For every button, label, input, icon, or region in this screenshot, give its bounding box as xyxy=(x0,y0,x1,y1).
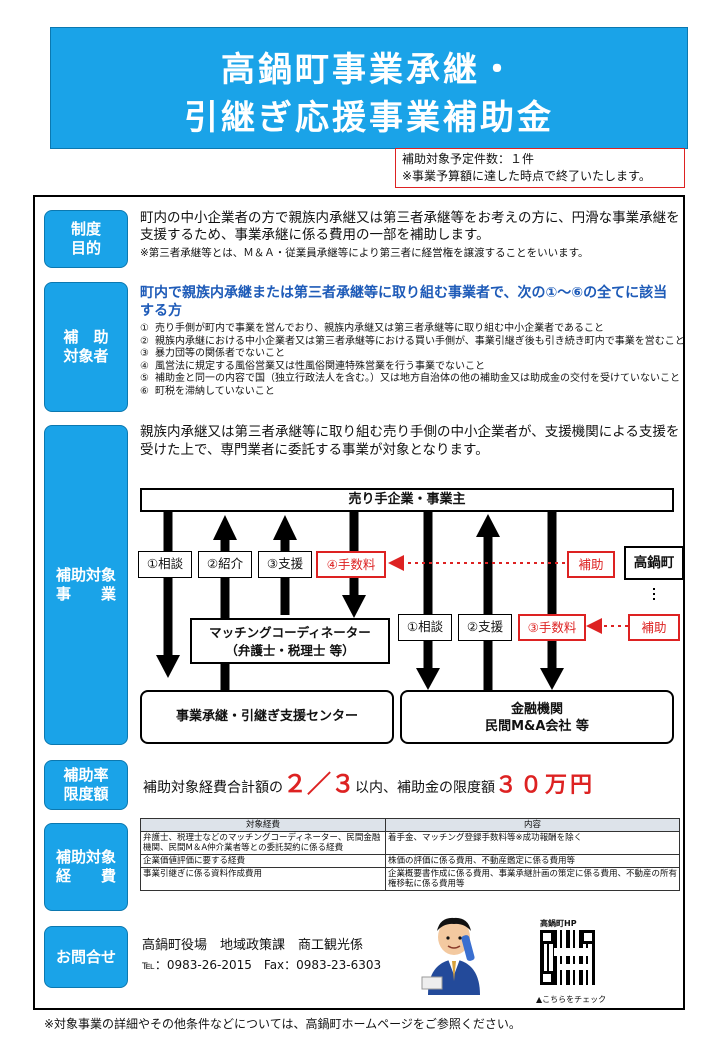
quota-notice: 補助対象予定件数：１件 ※事業予算額に達した時点で終了いたします。 xyxy=(395,148,685,188)
title-line1: 高鍋町事業承継・ xyxy=(221,50,517,90)
label-expenses-1: 補助対象 xyxy=(55,848,116,866)
bank-examples: 民間M&A会社 等 xyxy=(485,719,589,734)
center-box: 事業承継・引継ぎ支援センター xyxy=(140,690,394,744)
tag-consult-right: ①相談 xyxy=(398,614,452,641)
label-purpose: 制度 目的 xyxy=(44,210,128,268)
rate-amount: ３０万円 xyxy=(495,773,596,798)
condition-number: ⑥ xyxy=(140,385,149,397)
purpose-note: ※第三者承継等とは、Ｍ＆Ａ・従業員承継等により第三者に経営権を譲渡することをいい… xyxy=(140,247,589,259)
contact-tel: ℡：0983-26-2015 Fax：0983-23-6303 xyxy=(142,958,382,972)
project-text: 親族内承継又は第三者承継等に取り組む売り手側の中小企業者が、支援機関による支援を… xyxy=(140,424,680,458)
quota-line2: ※事業予算額に達した時点で終了いたします。 xyxy=(402,169,651,183)
hp-label: 高鍋町HP xyxy=(540,919,577,928)
condition-text: 売り手側が町内で事業を営んでおり、親族内承継又は第三者承継等に取り組む中小企業者… xyxy=(155,323,604,334)
tag-support-left: ③支援 xyxy=(258,551,312,578)
condition-number: ⑤ xyxy=(140,373,149,384)
label-rate-1: 補助率 xyxy=(63,766,109,784)
label-rate: 補助率 限度額 xyxy=(44,760,128,810)
staff-phone-illustration xyxy=(421,917,480,995)
condition-number: ② xyxy=(140,335,149,347)
label-target-1: 補 助 xyxy=(63,328,109,346)
label-rate-2: 限度額 xyxy=(63,785,109,803)
title-banner: 高鍋町事業承継・ 引継ぎ応援事業補助金 xyxy=(50,27,688,149)
label-expenses: 補助対象 経 費 xyxy=(44,823,128,911)
expense-item-cell: 企業価値評価に要する経費 xyxy=(140,854,386,868)
label-contact-text: お問合せ xyxy=(55,947,116,966)
label-project: 補助対象 事 業 xyxy=(44,425,128,745)
title-line2: 引継ぎ応援事業補助金 xyxy=(184,98,554,138)
bank-box: 金融機関 民間M&A会社 等 xyxy=(400,690,674,744)
expenses-header-item: 対象経費 xyxy=(140,818,386,832)
rate-fraction: ２／３ xyxy=(283,770,355,798)
label-contact: お問合せ xyxy=(44,926,128,988)
condition-item: ⑥ 町税を滞納していないこと xyxy=(140,386,685,399)
condition-text: 補助金と同一の内容で国（独立行政法人を含む。）又は地方自治体の他の補助金又は助成… xyxy=(155,373,680,384)
condition-item: ⑤ 補助金と同一の内容で国（独立行政法人を含む。）又は地方自治体の他の補助金又は助… xyxy=(140,373,685,386)
contact-org: 高鍋町役場 地域政策課 商工観光係 xyxy=(142,938,364,953)
expense-item-cell: 弁護士、税理士などのマッチングコーディネーター、民間金融機関、民間M＆A仲介業者… xyxy=(140,831,386,855)
tag-intro: ②紹介 xyxy=(198,551,252,578)
label-purpose-1: 制度 xyxy=(70,220,101,238)
rate-text: 補助対象経費合計額の２／３以内、補助金の限度額３０万円 xyxy=(143,770,595,802)
seller-box: 売り手企業・事業主 xyxy=(140,488,674,512)
condition-number: ① xyxy=(140,323,149,334)
arrowhead-fee-right xyxy=(540,668,564,690)
label-expenses-2: 経 費 xyxy=(55,867,116,885)
target-heading: 町内で親族内承継または第三者承継等に取り組む事業者で、次の①～⑥の全てに該当する… xyxy=(140,285,668,319)
expense-content-cell: 企業概要書作成に係る費用、事業承継計画の策定に係る費用、不動産の所有権移転に係る… xyxy=(385,867,680,891)
coordinator-box: マッチングコーディネーター （弁護士・税理士 等） xyxy=(190,618,390,664)
label-project-2: 事 業 xyxy=(55,585,116,603)
tag-consult-left: ①相談 xyxy=(138,551,192,578)
table-row: 企業価値評価に要する経費株価の評価に係る費用、不動産鑑定に係る費用等 xyxy=(140,854,680,868)
condition-text: 町税を滞納していないこと xyxy=(155,385,275,397)
footer-note: ※対象事業の詳細やその他条件などについては、高鍋町ホームページをご参照ください。 xyxy=(44,1017,521,1031)
expense-content-cell: 株価の評価に係る費用、不動産鑑定に係る費用等 xyxy=(385,854,680,868)
tag-subsidy-top: 補助 xyxy=(567,551,615,578)
condition-item: ③ 暴力団等の関係者でないこと xyxy=(140,348,685,361)
label-purpose-2: 目的 xyxy=(70,239,101,257)
expenses-header-content: 内容 xyxy=(385,818,680,832)
qr-code[interactable] xyxy=(540,930,595,985)
condition-text: 暴力団等の関係者でないこと xyxy=(155,348,285,359)
quota-line1: 補助対象予定件数：１件 xyxy=(402,152,535,166)
rate-pre: 補助対象経費合計額の xyxy=(143,780,283,796)
condition-item: ② 親族内承継における中小企業者又は第三者承継等における買い手側が、事業引継ぎ後も… xyxy=(140,336,685,349)
condition-number: ④ xyxy=(140,360,149,372)
condition-number: ③ xyxy=(140,348,149,359)
label-target-2: 対象者 xyxy=(63,347,109,365)
arrowhead-fee-left xyxy=(342,595,366,618)
target-conditions: ① 売り手側が町内で事業を営んでおり、親族内承継又は第三者承継等に取り組む中小企業… xyxy=(140,323,685,398)
tag-subsidy-bottom: 補助 xyxy=(628,614,680,641)
coordinator-examples: （弁護士・税理士 等） xyxy=(225,643,355,658)
tag-support-right: ②支援 xyxy=(458,614,512,641)
arrowhead-consult-left xyxy=(156,655,180,678)
condition-text: 親族内承継における中小企業者又は第三者承継等における買い手側が、事業引継ぎ後も引… xyxy=(155,335,685,347)
expense-item-cell: 事業引継ぎに係る資料作成費用 xyxy=(140,867,386,891)
condition-item: ① 売り手側が町内で事業を営んでおり、親族内承継又は第三者承継等に取り組む中小企業… xyxy=(140,323,685,336)
tag-fee-right: ③手数料 xyxy=(518,614,586,641)
purpose-text: 町内の中小企業者の方で親族内承継又は第三者承継等をお考えの方に、円滑な事業承継を… xyxy=(140,210,680,243)
expenses-table: 対象経費 内容 弁護士、税理士などのマッチングコーディネーター、民間金融機関、民… xyxy=(140,818,680,891)
bank-name: 金融機関 xyxy=(510,702,563,717)
arrowhead-consult-right xyxy=(416,668,440,690)
arrowhead-support-left xyxy=(273,515,297,540)
town-box: 高鍋町 xyxy=(624,546,684,580)
table-row: 弁護士、税理士などのマッチングコーディネーター、民間金融機関、民間M＆A仲介業者… xyxy=(140,831,680,855)
condition-item: ④ 風営法に規定する風俗営業又は性風俗関連特殊営業を行う事業でないこと xyxy=(140,361,685,374)
condition-text: 風営法に規定する風俗営業又は性風俗関連特殊営業を行う事業でないこと xyxy=(155,360,485,372)
qr-check-note: ▲こちらをチェック xyxy=(536,995,607,1004)
label-target: 補 助 対象者 xyxy=(44,282,128,412)
content-frame xyxy=(33,195,685,1010)
coordinator-name: マッチングコーディネーター xyxy=(209,625,371,640)
table-row: 事業引継ぎに係る資料作成費用企業概要書作成に係る費用、事業承継計画の策定に係る費… xyxy=(140,867,680,891)
arrowhead-support-right xyxy=(476,514,500,537)
expense-content-cell: 着手金、マッチング登録手数料等※成功報酬を除く xyxy=(385,831,680,855)
rate-mid: 以内、補助金の限度額 xyxy=(355,780,495,796)
label-project-1: 補助対象 xyxy=(55,566,116,584)
arrowhead-intro xyxy=(213,515,237,540)
tag-fee-left: ④手数料 xyxy=(316,551,386,578)
